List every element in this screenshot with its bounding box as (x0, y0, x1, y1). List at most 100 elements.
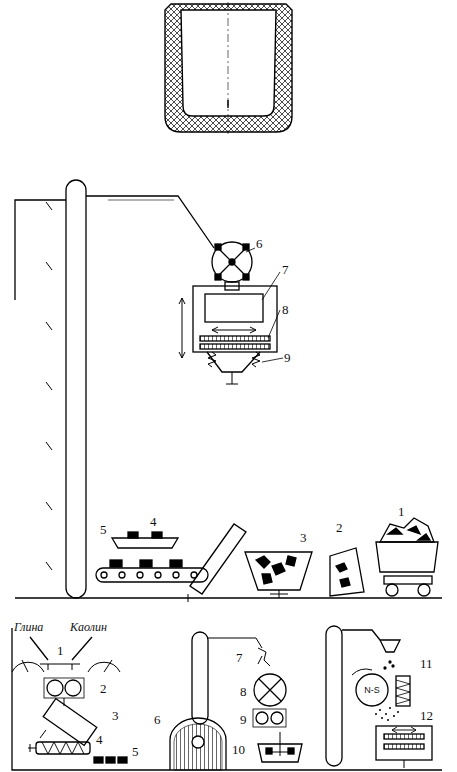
crucible-section (165, 4, 292, 132)
crushing-line (376, 542, 438, 572)
crushing-line (245, 552, 312, 590)
crushing-line (207, 352, 260, 372)
mass-preparation-line (392, 727, 416, 733)
crushing-line (155, 572, 161, 578)
mass-preparation-line (208, 638, 262, 648)
crushing-line (243, 244, 249, 250)
crushing-line (268, 310, 280, 338)
mass-preparation-line (253, 709, 286, 727)
callout-number: 7 (282, 262, 289, 277)
callout-number: 1 (57, 643, 64, 658)
crushing-line (384, 576, 432, 584)
mass-preparation-line (270, 732, 290, 756)
callout-number: 4 (96, 732, 103, 747)
crushing-line (112, 538, 178, 548)
mass-preparation-line (384, 744, 424, 749)
mass-preparation-line (174, 724, 222, 770)
mass-preparation-line (389, 707, 391, 709)
crushing-line (336, 563, 350, 587)
mass-preparation-line (376, 726, 432, 760)
mass-preparation-line (342, 630, 380, 640)
mass-preparation-line (375, 713, 377, 715)
mass-preparation-line (192, 736, 204, 748)
mass-preparation-line (36, 742, 90, 754)
mass-preparation-line (379, 709, 381, 711)
mass-preparation-line (258, 648, 270, 666)
callout-number: 10 (232, 742, 245, 757)
crushing-line (119, 572, 125, 578)
crushing-line (15, 180, 442, 602)
crushing-line (86, 196, 214, 248)
crushing-line (110, 560, 122, 567)
mass-preparation-line (12, 628, 442, 770)
callout-number: 2 (100, 681, 107, 696)
crushing-line (137, 572, 143, 578)
crushing-line (256, 556, 296, 584)
mass-preparation-line (43, 699, 97, 746)
crushing-line (243, 274, 249, 280)
crushing-line (386, 584, 398, 596)
callout-number: 4 (150, 514, 157, 529)
mass-preparation-line (387, 719, 389, 721)
mass-preparation-line (40, 664, 80, 670)
mass-preparation-line (271, 712, 283, 724)
pole-mark: N-S (364, 685, 380, 695)
mass-preparation-line (396, 676, 410, 706)
crushing-line (330, 548, 364, 596)
mass-preparation-line (256, 712, 268, 724)
callout-number: 5 (132, 744, 139, 759)
mass-preparation-line (259, 679, 281, 701)
crucible-section (228, 2, 229, 134)
crushing-line (215, 244, 221, 250)
mass-preparation-line (65, 680, 81, 696)
crushing-line (205, 294, 263, 322)
mass-preparation-line (381, 717, 383, 719)
callout-number: 11 (420, 656, 433, 671)
callout-number: 7 (236, 650, 243, 665)
crushing-line (152, 532, 162, 538)
material-label: Глина (14, 620, 43, 635)
mass-preparation-line (380, 640, 400, 652)
callout-number: 12 (420, 708, 433, 723)
crushing-line (215, 274, 221, 280)
mass-preparation-line (28, 744, 36, 752)
mass-preparation-line (43, 699, 97, 746)
crushing-line (212, 242, 252, 282)
crushing-line (66, 180, 86, 598)
mass-preparation-line (30, 637, 92, 660)
crushing-line (15, 200, 66, 300)
crushing-line (140, 560, 152, 567)
material-label: Каолин (70, 620, 107, 635)
mass-preparation-line (393, 715, 395, 717)
callout-number: 6 (154, 712, 161, 727)
crushing-line (270, 590, 288, 598)
crucible-section (227, 100, 228, 108)
mass-preparation-line (326, 626, 342, 766)
callout-number: 8 (240, 684, 247, 699)
callout-number: 6 (256, 236, 263, 251)
callout-number: 3 (112, 708, 119, 723)
crushing-line (380, 518, 434, 542)
mass-preparation-line (47, 680, 63, 696)
mass-preparation-line (12, 626, 442, 770)
mass-preparation-line (384, 667, 386, 669)
mass-preparation-line (385, 713, 387, 715)
callout-number: 9 (240, 712, 247, 727)
crushing-line (108, 200, 174, 201)
crushing-line (246, 248, 255, 252)
crushing-line (388, 526, 430, 540)
crushing-line (212, 327, 256, 333)
crushing-line (262, 272, 280, 300)
crushing-line (418, 584, 430, 596)
mass-preparation-line (42, 742, 84, 754)
mass-preparation-line (254, 674, 286, 706)
mass-preparation-line (288, 748, 294, 754)
callout-number: 3 (300, 530, 307, 545)
callout-number: 1 (398, 504, 405, 519)
mass-preparation-line (106, 757, 115, 763)
mass-preparation-line (396, 680, 410, 704)
crucible-section (165, 2, 292, 134)
callout-number: 8 (282, 302, 289, 317)
